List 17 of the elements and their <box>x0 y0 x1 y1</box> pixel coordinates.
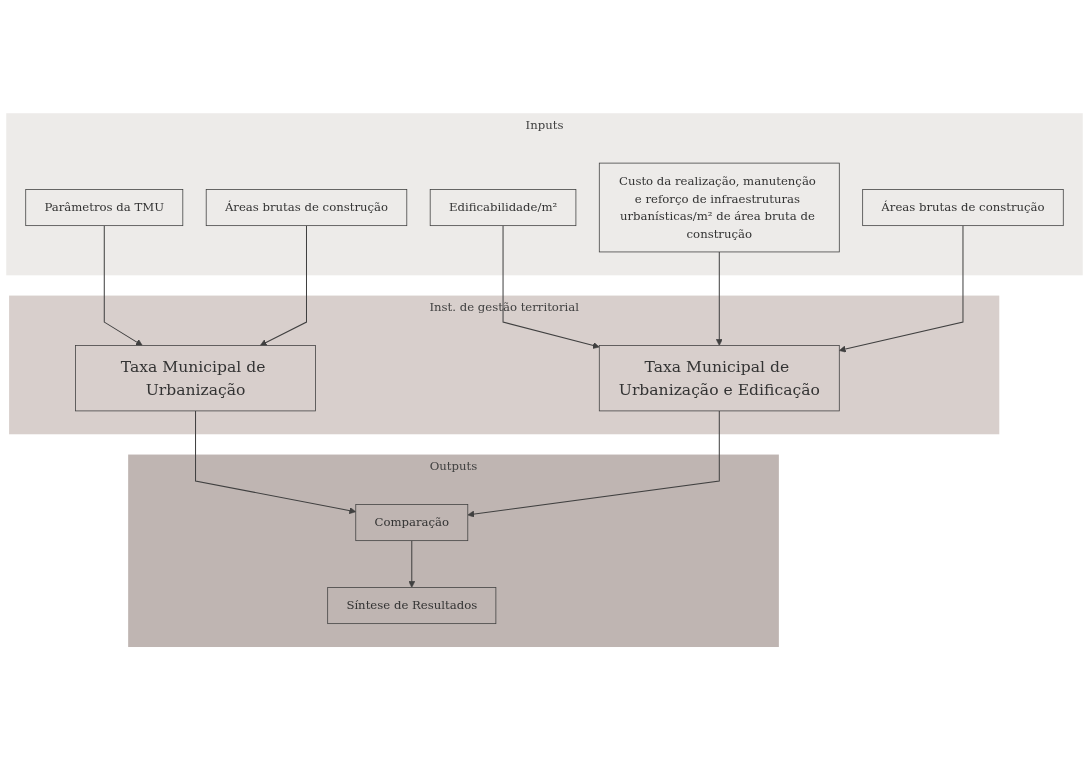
node-box: Áreas brutas de construção <box>862 189 1064 227</box>
node-box: Parâmetros da TMU <box>25 189 184 227</box>
arrow <box>467 410 720 518</box>
node-box: Comparação <box>355 504 469 542</box>
node-box: Síntese de Resultados <box>327 587 497 625</box>
arrow <box>195 410 357 515</box>
arrow <box>408 540 416 589</box>
arrow <box>839 225 964 353</box>
node-box: Áreas brutas de construção <box>205 189 408 227</box>
arrow <box>103 225 143 347</box>
node-box: Taxa Municipal de Urbanização e Edificação <box>598 345 840 412</box>
node-box: Edificabilidade/m² <box>429 189 577 227</box>
arrow <box>715 251 723 347</box>
node-box: Custo da realização, manutenção e reforço de infraestruturas urbanísticas/m² de área bruta de construção <box>598 163 840 253</box>
node-box: Taxa Municipal de Urbanização <box>75 345 316 412</box>
arrow <box>502 225 600 350</box>
arrow <box>259 225 307 347</box>
